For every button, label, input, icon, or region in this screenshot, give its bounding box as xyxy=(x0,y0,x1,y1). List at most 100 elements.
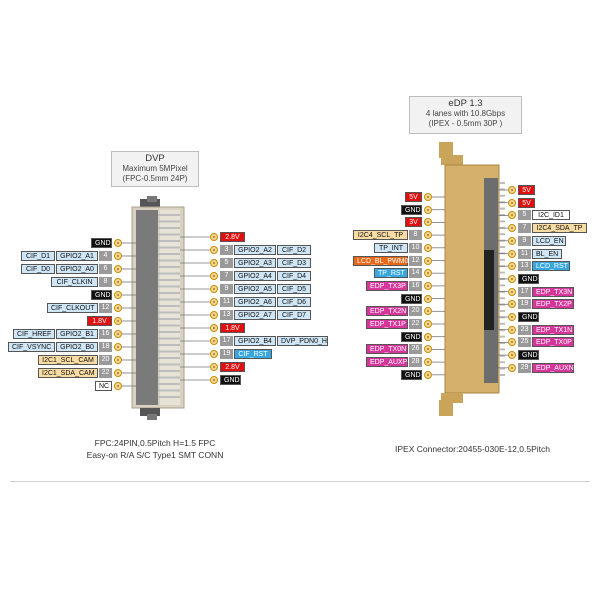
connector-contact xyxy=(499,207,505,210)
pin-wires xyxy=(122,189,508,387)
signal-label: LCD_RST xyxy=(532,261,570,272)
dvp-caption-line-2: Easy-on R/A S/C Type1 SMT CONN xyxy=(86,450,224,460)
connector-contact xyxy=(499,220,505,223)
pin-pad-icon xyxy=(424,320,432,328)
connector-contact xyxy=(499,188,505,191)
signal-label: GPIO2_A1 xyxy=(56,251,98,261)
edp-subtitle-2: (IPEX - 0.5mm 30P ) xyxy=(428,119,503,128)
pin-pad-icon xyxy=(508,363,516,372)
dvp-subtitle-2: (FPC-0.5mm 24P) xyxy=(122,174,188,183)
pin-pad-icon xyxy=(210,376,218,384)
pin-pad-icon xyxy=(508,300,516,309)
signal-label: GPIO2_A3 xyxy=(234,258,276,268)
connector-contact xyxy=(499,354,505,357)
signal-label: TP_RST xyxy=(374,268,408,279)
signal-label: EDP_AUXN xyxy=(532,362,574,373)
pin-number: 19 xyxy=(518,299,531,310)
pin-number: 8 xyxy=(409,230,422,241)
connector-contact xyxy=(158,240,180,242)
pin-pad-icon xyxy=(114,382,122,390)
signal-label: GND xyxy=(518,273,539,284)
signal-label: CIF_D3 xyxy=(277,258,311,268)
pin-number: 12 xyxy=(99,303,112,313)
pin-pad-icon xyxy=(210,259,218,267)
connector-contact xyxy=(158,214,180,216)
connector-contact xyxy=(499,348,505,351)
signal-label: EDP_TX0P xyxy=(532,337,574,348)
pin-number: 26 xyxy=(409,344,422,355)
connector-contact xyxy=(499,258,505,261)
signal-label: GND xyxy=(401,204,422,215)
signal-label: GPIO2_A0 xyxy=(56,264,98,274)
signal-label: CIF_HREF xyxy=(13,329,55,339)
signal-label: CIF_RST xyxy=(234,349,272,359)
pin-pad-icon xyxy=(114,278,122,286)
pin-pad-icon xyxy=(210,337,218,345)
pin-pad-icon xyxy=(508,325,516,334)
connector-contact xyxy=(158,305,180,307)
signal-label: EDP_TX0N xyxy=(366,344,408,355)
pin-number: 17 xyxy=(518,286,531,297)
pin-pad-icon xyxy=(114,330,122,338)
connector-contact xyxy=(499,367,505,370)
pin-number: 22 xyxy=(99,368,112,378)
pin-number: 19 xyxy=(220,349,233,359)
signal-label: GND xyxy=(401,293,422,304)
signal-label: 2.8V xyxy=(220,232,245,242)
pin-number: 16 xyxy=(409,280,422,291)
pin-number: 20 xyxy=(409,306,422,317)
connector-contact xyxy=(158,259,180,262)
signal-label: 5V xyxy=(518,185,535,195)
connector-contact xyxy=(158,324,180,327)
connector-contact xyxy=(499,322,505,325)
connector-contact xyxy=(158,298,180,301)
connector-contact xyxy=(499,194,505,197)
connector-contact xyxy=(499,342,505,344)
signal-label: I2C1_SCL_CAM xyxy=(38,355,98,365)
pin-number: 28 xyxy=(409,357,422,368)
pin-pad-icon xyxy=(114,343,122,351)
edp-subtitle-1: 4 lanes with 10.8Gbps xyxy=(425,109,506,118)
signal-label: CIF_CLKOUT xyxy=(47,303,98,313)
pin-pad-icon xyxy=(508,287,516,296)
pin-number: 9 xyxy=(518,235,531,246)
pin-number: 23 xyxy=(518,324,531,335)
signal-label: GPIO2_B1 xyxy=(56,329,98,339)
pin-pad-icon xyxy=(508,313,516,321)
signal-label: GND xyxy=(518,350,539,361)
pin-pad-icon xyxy=(508,198,516,207)
pin-number: 16 xyxy=(99,329,112,339)
pin-number: 20 xyxy=(99,355,112,365)
pin-pad-icon xyxy=(424,256,432,265)
signal-label: CIF_VSYNC xyxy=(8,342,55,352)
dvp-header-box: DVP Maximum 5MPixel (FPC-0.5mm 24P) xyxy=(111,151,199,187)
connector-contact xyxy=(499,284,505,287)
pin-pad-icon xyxy=(114,356,122,364)
signal-label: DVP_PDN0_H xyxy=(277,336,328,346)
pin-number: 14 xyxy=(409,268,422,279)
signal-label: GPIO2_A5 xyxy=(234,284,276,294)
dvp-caption-line-1: FPC:24PIN,0.5Pitch H=1.5 FPC xyxy=(94,438,216,448)
signal-label: GPIO2_B0 xyxy=(56,342,98,352)
dvp-connector xyxy=(131,196,185,420)
pin-pad-icon xyxy=(210,311,218,319)
connector-contact xyxy=(499,329,505,332)
pin-pad-icon xyxy=(210,246,218,254)
pin-pad-icon xyxy=(210,233,218,241)
connector-contact xyxy=(499,374,505,376)
pin-number: 9 xyxy=(220,284,233,294)
pin-pad-icon xyxy=(424,243,432,252)
pin-pad-icon xyxy=(424,281,432,290)
pin-number: 22 xyxy=(409,319,422,329)
pin-number: 29 xyxy=(518,362,531,373)
pin-pad-icon xyxy=(424,307,432,316)
signal-label: CIF_D2 xyxy=(277,245,311,255)
signal-label: GND xyxy=(91,238,112,248)
signal-label: CIF_D0 xyxy=(21,264,55,274)
connector-contact xyxy=(158,227,180,229)
signal-label: TP_INT xyxy=(374,242,408,253)
pin-number: 8 xyxy=(99,277,112,287)
connector-contact xyxy=(499,246,505,248)
connector-contact xyxy=(158,337,180,340)
